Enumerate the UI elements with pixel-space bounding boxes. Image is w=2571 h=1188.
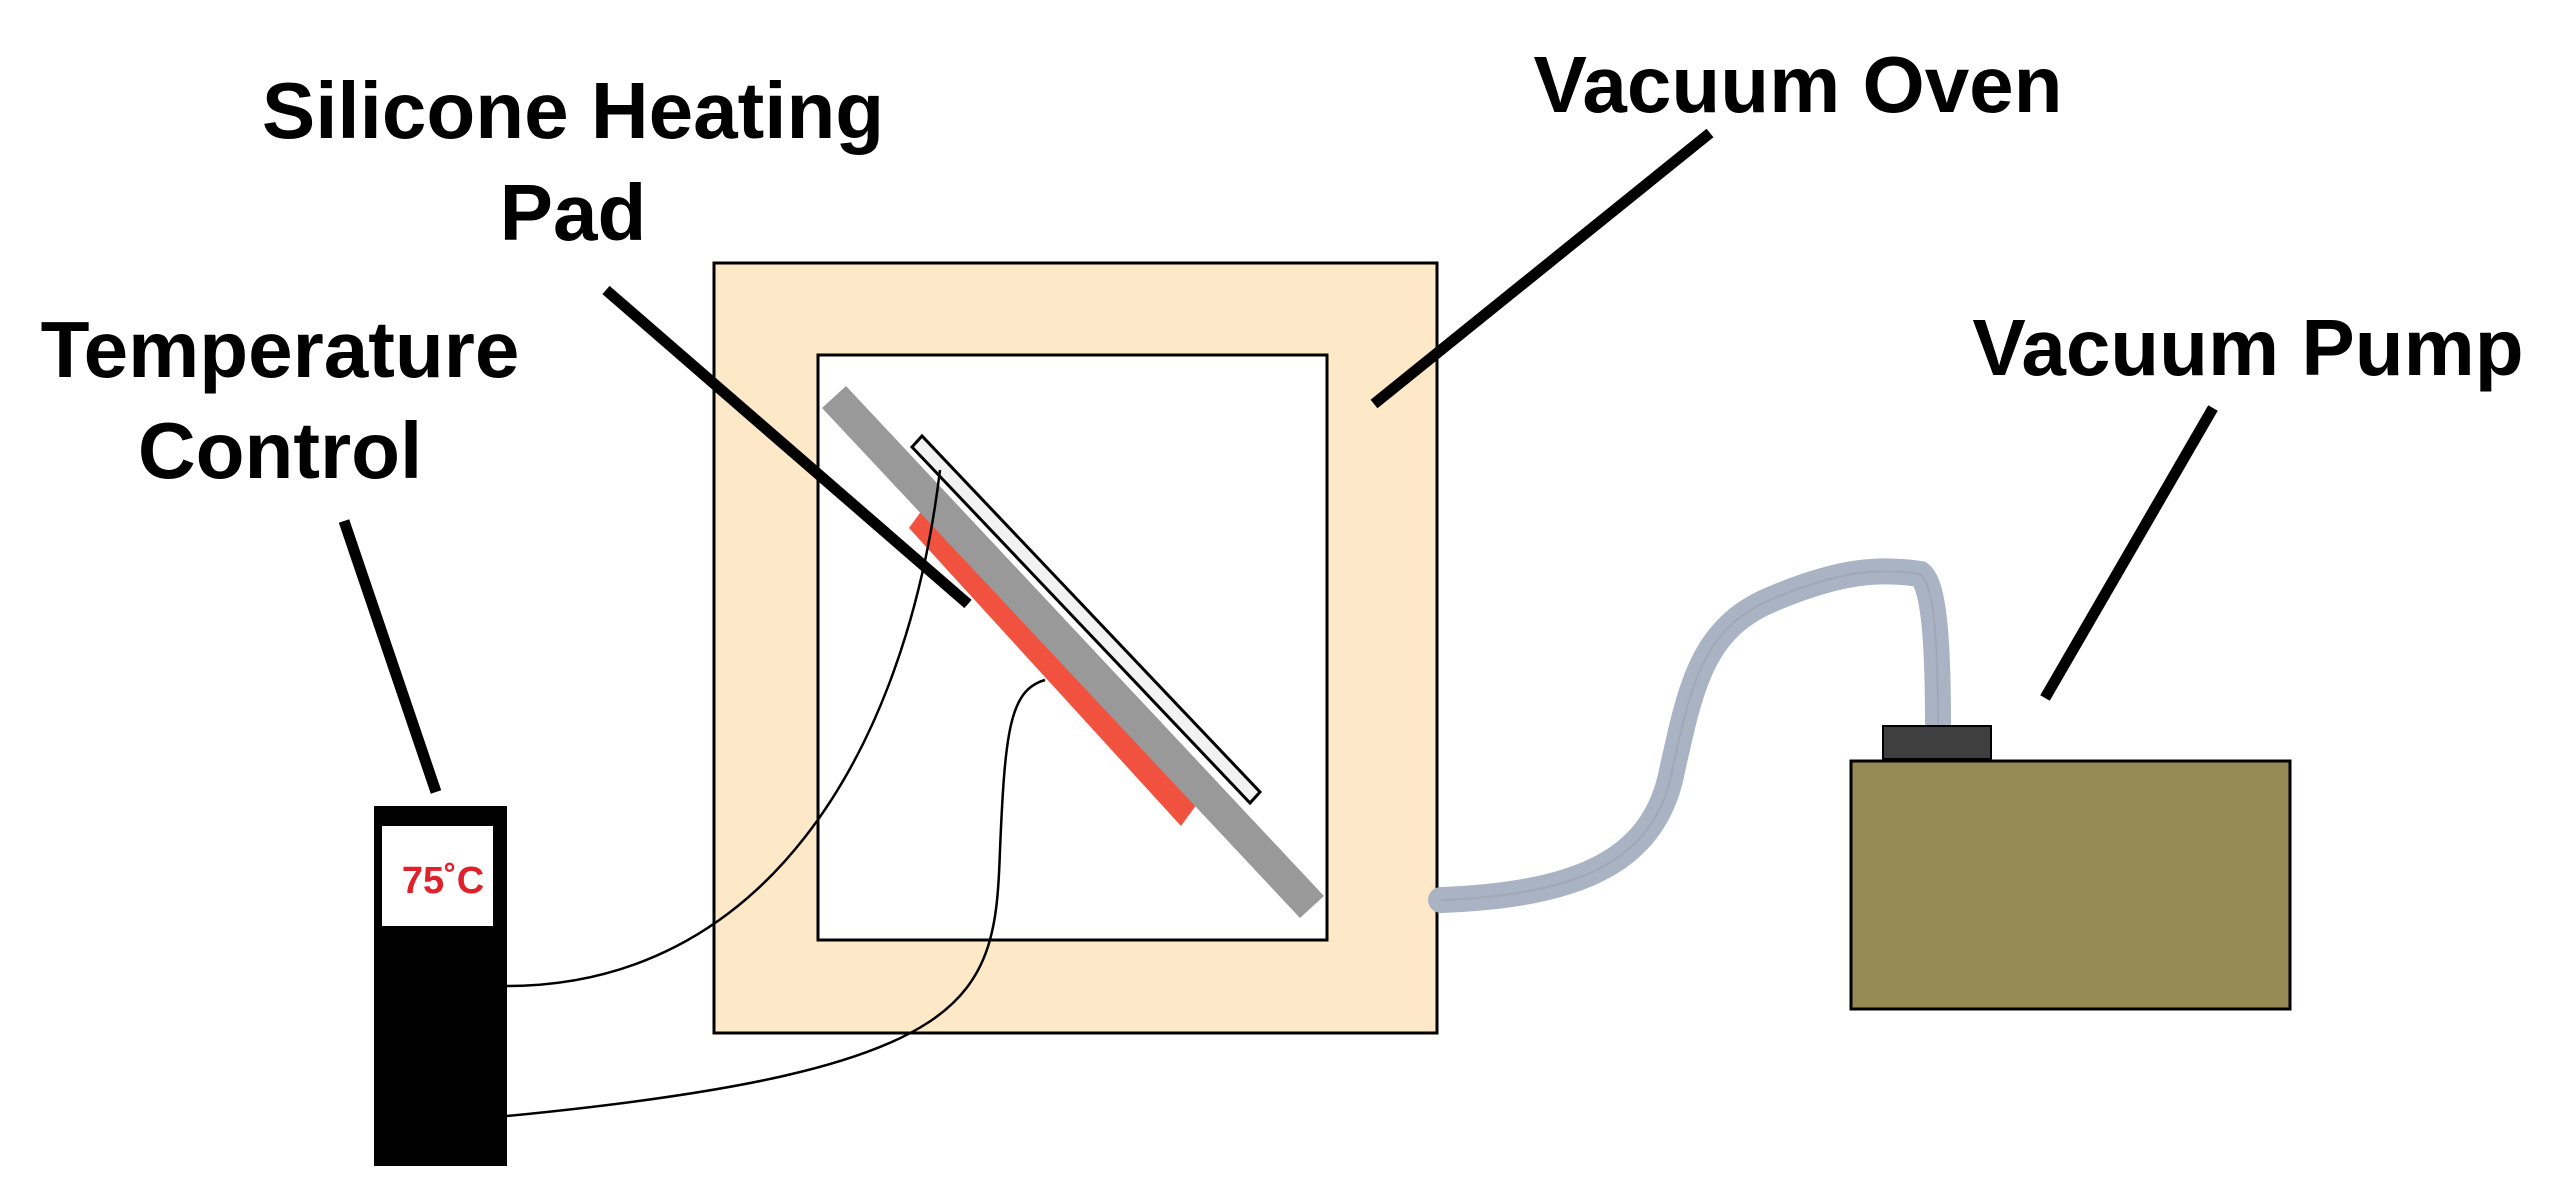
heating-pad-leader-line bbox=[602, 285, 972, 609]
vacuum-pump-leader-line bbox=[2040, 405, 2218, 701]
controller-wire-bottom bbox=[506, 678, 1046, 1118]
vacuum-pump-label: Vacuum Pump bbox=[1972, 303, 2523, 392]
vacuum-oven-label: Vacuum Oven bbox=[1533, 40, 2062, 129]
vacuum-pump-body bbox=[1849, 759, 2292, 1011]
sample-strip bbox=[909, 433, 1263, 806]
controller-wire-top bbox=[506, 469, 942, 988]
vacuum-oven-leader-line bbox=[1370, 128, 1714, 409]
vacuum-hose-outline bbox=[1440, 570, 1939, 901]
temperature-control-label-line1: Temperature bbox=[41, 305, 520, 394]
temperature-control-label-line2: Control bbox=[138, 406, 422, 495]
vacuum-pump-port bbox=[1882, 725, 1992, 760]
silicone-heating-pad bbox=[909, 506, 1197, 826]
temperature-control-leader-line bbox=[338, 519, 442, 794]
temperature-readout: 75˚C bbox=[402, 860, 484, 902]
vacuum-hose bbox=[1428, 558, 1951, 913]
temperature-controller-display bbox=[382, 826, 493, 926]
tilted-plate bbox=[822, 386, 1324, 918]
heating-pad-label-line1: Silicone Heating bbox=[262, 66, 884, 155]
heating-pad-label-line2: Pad bbox=[500, 168, 647, 257]
